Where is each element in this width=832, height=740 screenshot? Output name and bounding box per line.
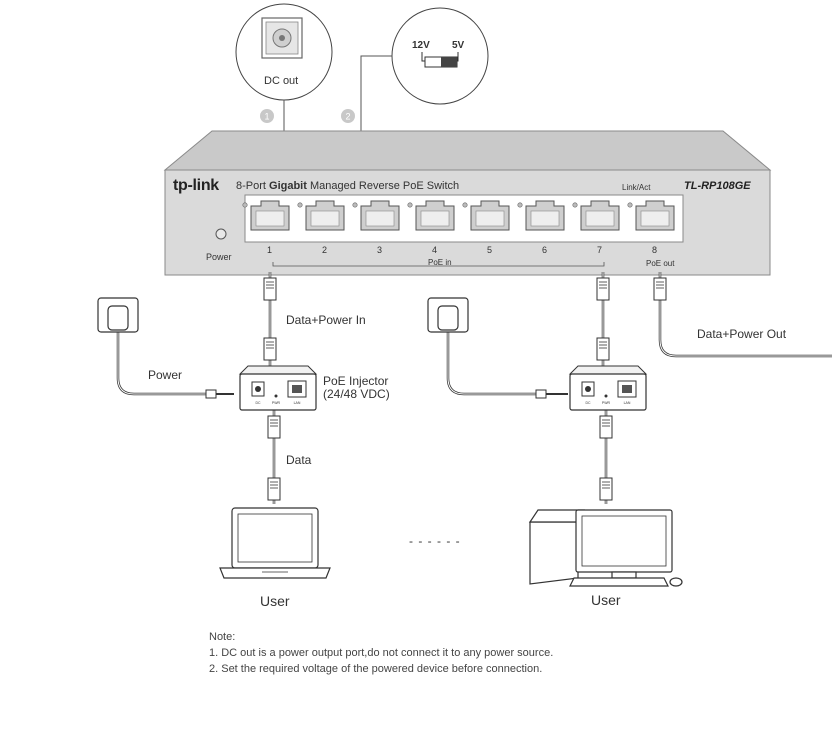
data-power-in-label: Data+Power In: [286, 313, 366, 327]
note-title: Note:: [209, 631, 236, 643]
port-number-8: 8: [652, 245, 658, 255]
rj45-connector-icon: [653, 277, 667, 301]
callout-2-number: 2: [345, 112, 350, 122]
rj45-connector-icon: [267, 477, 281, 501]
port-number-7: 7: [597, 245, 603, 255]
poe-in-label: PoE in: [428, 258, 452, 267]
callout-voltage-switch: 2: [341, 7, 489, 131]
user-label-1: User: [260, 593, 290, 609]
port-2-led-icon: [297, 202, 303, 208]
model-name: TL-RP108GE: [684, 180, 751, 192]
callout-dc-out: 1: [235, 3, 333, 131]
port-4: [407, 200, 455, 231]
port-8: [627, 200, 675, 231]
power-led-icon: [215, 228, 227, 240]
port-8-led-icon: [627, 202, 633, 208]
port-6: [517, 200, 565, 231]
cables: [116, 272, 832, 504]
port-number-5: 5: [487, 245, 493, 255]
link-act-label: Link/Act: [622, 183, 651, 192]
port-number-2: 2: [322, 245, 328, 255]
switch-description-bold: Gigabit: [269, 180, 307, 192]
power-adapter-2: [427, 297, 568, 399]
rj45-connector-icon: [596, 277, 610, 301]
desktop-computer-icon: [528, 509, 683, 587]
rj45-connector-icon: [599, 477, 613, 501]
port-5-led-icon: [462, 202, 468, 208]
brand-logo: tp-link: [173, 177, 219, 194]
injector-2-pwr-label: PWR: [602, 401, 611, 405]
voltage-5v-label: 5V: [452, 40, 465, 51]
port-7: [572, 200, 620, 231]
note-item-2: 2. Set the required voltage of the power…: [209, 663, 543, 675]
poe-injector-2: DC PWR LAN: [568, 365, 648, 411]
port-number-1: 1: [267, 245, 273, 255]
poe-out-label: PoE out: [646, 259, 675, 268]
rj45-connector-icon: [267, 415, 281, 439]
switch-description: 8-Port Gigabit Managed Reverse PoE Switc…: [236, 180, 459, 192]
voltage-12v-label: 12V: [412, 40, 430, 51]
port-3-led-icon: [352, 202, 358, 208]
power-label: Power: [206, 252, 232, 262]
rj45-connector-icon: [599, 415, 613, 439]
port-1-led-icon: [242, 202, 248, 208]
port-6-led-icon: [517, 202, 523, 208]
power-cable-label: Power: [148, 368, 183, 382]
user-label-2: User: [591, 592, 621, 608]
poe-injector-label-line1: PoE Injector: [323, 374, 389, 388]
injector-2-lan-label: LAN: [624, 401, 631, 405]
port-number-3: 3: [377, 245, 383, 255]
port-2: [297, 200, 345, 231]
rj45-connector-icon: [263, 277, 277, 301]
injector-2-dc-label: DC: [585, 401, 591, 405]
callout-1-number: 1: [264, 112, 269, 122]
poe-injector-1: DC PWR LAN: [238, 365, 318, 411]
laptop-icon: [219, 507, 331, 579]
poe-injector-label: PoE Injector(24/48 VDC): [323, 375, 390, 401]
injector-1-pwr-label: PWR: [272, 401, 281, 405]
poe-switch: [163, 130, 772, 276]
port-3: [352, 200, 400, 231]
injector-1-dc-label: DC: [255, 401, 261, 405]
switch-ports: [242, 200, 675, 231]
rj45-connector-icon: [263, 337, 277, 361]
power-adapter-1: [97, 297, 234, 399]
note-item-1: 1. DC out is a power output port,do not …: [209, 647, 554, 659]
data-cable-label: Data: [286, 453, 312, 467]
port-1: [242, 200, 290, 231]
port-number-4: 4: [432, 245, 438, 255]
poe-injector-label-line2: (24/48 VDC): [323, 387, 390, 401]
port-7-led-icon: [572, 202, 578, 208]
port-4-led-icon: [407, 202, 413, 208]
switch-description-suffix: Managed Reverse PoE Switch: [306, 180, 460, 192]
rj45-connectors: [263, 277, 667, 501]
port-number-6: 6: [542, 245, 548, 255]
data-power-out-label: Data+Power Out: [697, 327, 787, 341]
callout-dc-out-label: DC out: [264, 75, 299, 87]
rj45-connector-icon: [596, 337, 610, 361]
ellipsis-separator: - - - - - -: [409, 534, 461, 548]
port-5: [462, 200, 510, 231]
injector-1-lan-label: LAN: [294, 401, 301, 405]
switch-description-prefix: 8-Port: [236, 180, 270, 192]
